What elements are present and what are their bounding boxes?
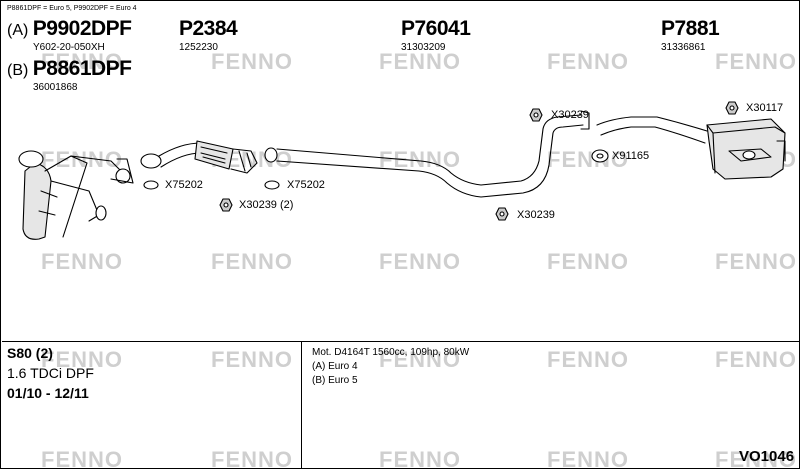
watermark-text: FENNO (41, 49, 123, 74)
label-x30239-top: X30239 (551, 109, 589, 121)
part-p76041[interactable]: P76041 (401, 17, 471, 40)
dpf-unit[interactable] (18, 150, 134, 240)
variant-label: (A) (7, 22, 29, 39)
watermark-text: FENNO (547, 49, 629, 74)
motor-spec: Mot. D4164T 1560cc, 109hp, 80kW (312, 347, 470, 358)
part-p8861dpf[interactable]: (B) P8861DPF (7, 57, 132, 81)
middle-pipe[interactable] (264, 110, 590, 198)
part-ref: 1252230 (179, 42, 218, 53)
nut-x30239-bottom-icon (495, 207, 509, 221)
watermark-text: FENNO (547, 249, 629, 274)
part-p9902dpf[interactable]: (A) P9902DPF (7, 17, 132, 41)
part-ref: 31303209 (401, 42, 446, 53)
watermark-text: FENNO (379, 249, 461, 274)
part-ref: Y602-20-050XH (33, 42, 105, 53)
clamp-x30117-icon (725, 101, 739, 115)
part-number: P9902DPF (32, 17, 132, 40)
part-ref: 31336861 (661, 42, 706, 53)
gasket-x75202-a-icon (143, 180, 159, 190)
label-x30239-2: X30239 (2) (239, 199, 294, 211)
watermark-text: FENNO (211, 49, 293, 74)
watermark-text: FENNO (715, 249, 797, 274)
watermark-text: FENNO (547, 347, 629, 372)
part-ref: 36001868 (33, 82, 78, 93)
rear-silencer[interactable] (596, 116, 786, 180)
watermark-text: FENNO (547, 447, 629, 469)
watermark-text: FENNO (41, 147, 123, 172)
watermark-text: FENNO (547, 147, 629, 172)
gasket-x75202-b-icon (264, 180, 280, 190)
vehicle-model: S80 (2) (7, 345, 53, 361)
watermark-text: FENNO (379, 147, 461, 172)
motor-euro5: (B) Euro 5 (312, 375, 358, 386)
watermark-text: FENNO (715, 49, 797, 74)
part-p7881[interactable]: P7881 (661, 17, 720, 40)
watermark-text: FENNO (41, 347, 123, 372)
watermark-text: FENNO (715, 347, 797, 372)
watermark-text: FENNO (715, 447, 797, 469)
label-x30117: X30117 (746, 102, 784, 114)
part-p2384[interactable]: P2384 (179, 17, 238, 40)
front-pipe[interactable] (140, 140, 258, 174)
vehicle-years: 01/10 - 12/11 (7, 385, 89, 401)
panel-divider (301, 342, 302, 468)
watermark-text: FENNO (379, 49, 461, 74)
label-x75202-a: X75202 (165, 179, 203, 191)
header-note: P8861DPF = Euro 5, P9902DPF = Euro 4 (7, 5, 137, 12)
vehicle-engine: 1.6 TDCi DPF (7, 365, 94, 381)
watermark-text: FENNO (211, 447, 293, 469)
label-x75202-b: X75202 (287, 179, 325, 191)
nut-x30239-top-icon (529, 108, 543, 122)
variant-label: (B) (7, 62, 29, 79)
watermark-text: FENNO (379, 447, 461, 469)
watermark-text: FENNO (211, 347, 293, 372)
watermark-text: FENNO (379, 347, 461, 372)
rubber-mount-x91165-icon (591, 149, 609, 163)
label-x91165: X91165 (612, 150, 650, 162)
diagram-code: VO1046 (739, 448, 795, 465)
watermark-text: FENNO (211, 249, 293, 274)
info-panel: S80 (2) 1.6 TDCi DPF 01/10 - 12/11 Mot. … (2, 341, 799, 468)
watermark-text: FENNO (41, 447, 123, 469)
label-x30239-bottom: X30239 (517, 209, 555, 221)
motor-euro4: (A) Euro 4 (312, 361, 358, 372)
nut-x30239-2-icon (219, 198, 233, 212)
exhaust-drawing (18, 101, 786, 240)
part-number: P8861DPF (32, 57, 132, 80)
watermark-text: FENNO (41, 249, 123, 274)
